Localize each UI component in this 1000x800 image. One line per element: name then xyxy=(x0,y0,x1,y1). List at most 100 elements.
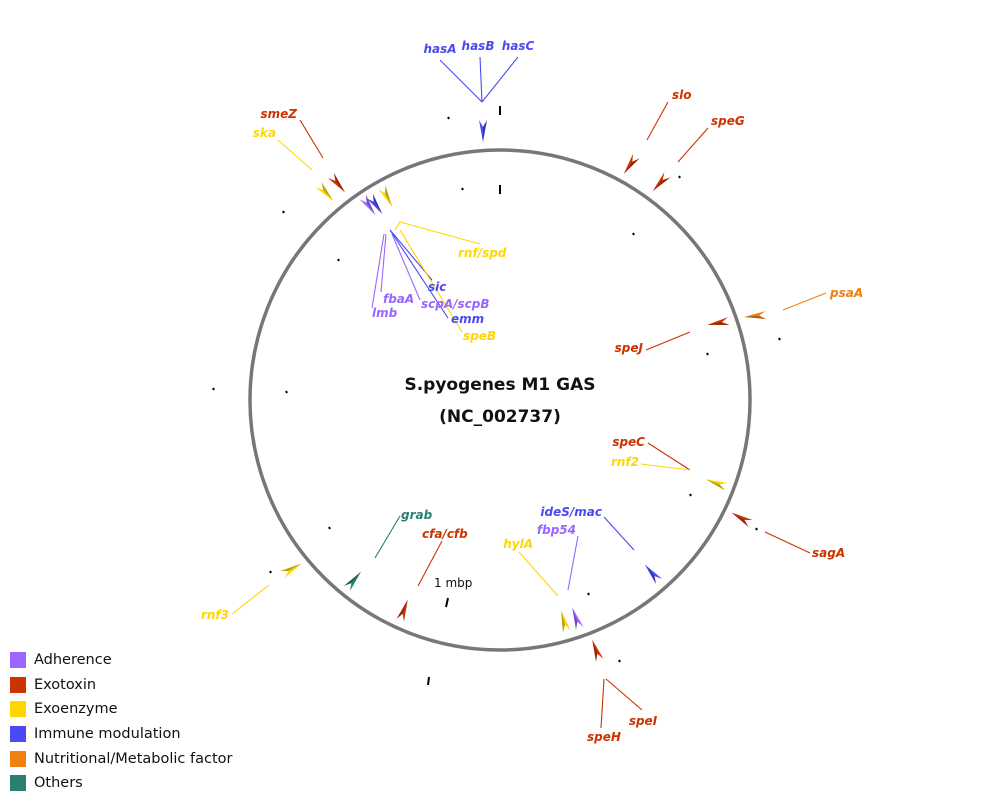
leader-line xyxy=(567,535,579,591)
scale-tick xyxy=(445,597,449,608)
gene-label: speI xyxy=(629,714,658,728)
tick-mark xyxy=(618,659,621,663)
gene-label: speJ xyxy=(615,341,644,355)
tick-mark xyxy=(328,526,331,530)
gene-marker xyxy=(396,599,408,622)
tick-mark xyxy=(587,592,590,596)
leader-line xyxy=(764,531,811,554)
genome-title: S.pyogenes M1 GAS xyxy=(404,375,595,395)
leader-line xyxy=(645,331,691,351)
gene-label: rnf/spd xyxy=(458,246,507,260)
gene-label: fbp54 xyxy=(537,523,576,537)
tick-mark xyxy=(755,527,758,531)
legend-label: Immune modulation xyxy=(34,726,181,743)
gene-label: scpA/scpB xyxy=(421,297,490,311)
leader-line xyxy=(479,56,483,103)
leader-line xyxy=(380,233,387,293)
tick-mark xyxy=(427,676,430,686)
tick-mark xyxy=(447,116,450,120)
leader-line xyxy=(605,678,643,711)
leader-line xyxy=(677,127,709,163)
leader-line xyxy=(481,56,519,103)
gene-label: lmb xyxy=(372,306,398,320)
legend-item-exotoxin: Exotoxin xyxy=(10,673,232,698)
tick-mark xyxy=(706,352,709,356)
gene-marker xyxy=(705,479,728,491)
leader-line xyxy=(518,551,559,597)
legend-item-nutritional: Nutritional/Metabolic factor xyxy=(10,746,232,771)
leader-line xyxy=(394,221,481,245)
legend-swatch xyxy=(10,652,26,669)
gene-marker xyxy=(731,512,753,527)
gene-label: cfa/cfb xyxy=(422,527,468,541)
gene-marker xyxy=(592,639,604,662)
tick-mark xyxy=(778,337,781,341)
leader-line xyxy=(782,292,827,311)
tick-mark xyxy=(269,570,272,574)
gene-label: sic xyxy=(428,280,446,294)
gene-label: hylA xyxy=(503,537,533,551)
gene-label: hasC xyxy=(502,39,535,53)
tick-marks xyxy=(212,106,781,686)
leader-line xyxy=(600,678,605,729)
legend-swatch xyxy=(10,676,26,693)
gene-marker xyxy=(623,153,640,175)
gene-label: ideS/mac xyxy=(540,505,602,519)
legend-label: Exoenzyme xyxy=(34,701,118,718)
gene-label: rnf2 xyxy=(611,455,639,469)
leader-line xyxy=(646,101,669,141)
leader-line xyxy=(374,515,401,559)
tick-mark xyxy=(282,210,285,214)
gene-marker xyxy=(315,182,334,202)
leader-line xyxy=(299,119,324,159)
gene-marker xyxy=(561,610,571,633)
leader-line xyxy=(640,463,691,471)
legend-swatch xyxy=(10,750,26,767)
gene-label: rnf3 xyxy=(201,608,229,622)
legend-swatch xyxy=(10,775,26,792)
gene-label: speH xyxy=(587,730,621,744)
gene-marker xyxy=(644,564,663,584)
gene-label: hasB xyxy=(462,39,495,53)
gene-marker xyxy=(652,172,671,192)
gene-label: grab xyxy=(401,508,433,522)
legend-label: Adherence xyxy=(34,652,112,669)
leader-line xyxy=(371,233,385,309)
leader-line xyxy=(231,584,270,615)
leader-line xyxy=(439,59,483,103)
legend-label: Exotoxin xyxy=(34,676,97,693)
leader-line xyxy=(391,233,421,301)
tick-mark xyxy=(212,387,215,391)
gene-label: speC xyxy=(612,435,645,449)
tick-mark xyxy=(337,258,340,262)
leader-line xyxy=(647,442,691,471)
legend-item-others: Others xyxy=(10,771,232,796)
leader-line xyxy=(399,229,463,333)
gene-label: slo xyxy=(672,88,692,102)
legend-item-adherence: Adherence xyxy=(10,648,232,673)
gene-marker xyxy=(479,120,487,142)
gene-label: emm xyxy=(451,312,484,326)
leader-line xyxy=(603,516,635,551)
gene-marker xyxy=(572,607,584,630)
legend: Adherence Exotoxin Exoenzyme Immune modu… xyxy=(10,648,232,796)
tick-mark xyxy=(632,232,635,236)
genome-circle xyxy=(248,148,752,652)
leader-line xyxy=(389,229,449,319)
legend-item-exoenzyme: Exoenzyme xyxy=(10,697,232,722)
gene-label: smeZ xyxy=(261,107,298,121)
legend-label: Others xyxy=(34,775,83,792)
gene-label: speG xyxy=(711,114,745,128)
tick-mark xyxy=(461,187,464,191)
gene-marker xyxy=(327,173,346,193)
legend-swatch xyxy=(10,726,26,743)
legend-item-immune-modulation: Immune modulation xyxy=(10,722,232,747)
gene-label: sagA xyxy=(812,546,845,560)
legend-label: Nutritional/Metabolic factor xyxy=(34,750,233,767)
genome-accession: (NC_002737) xyxy=(439,407,561,427)
leader-line xyxy=(277,139,313,171)
tick-mark xyxy=(678,175,681,179)
gene-marker xyxy=(378,185,393,207)
